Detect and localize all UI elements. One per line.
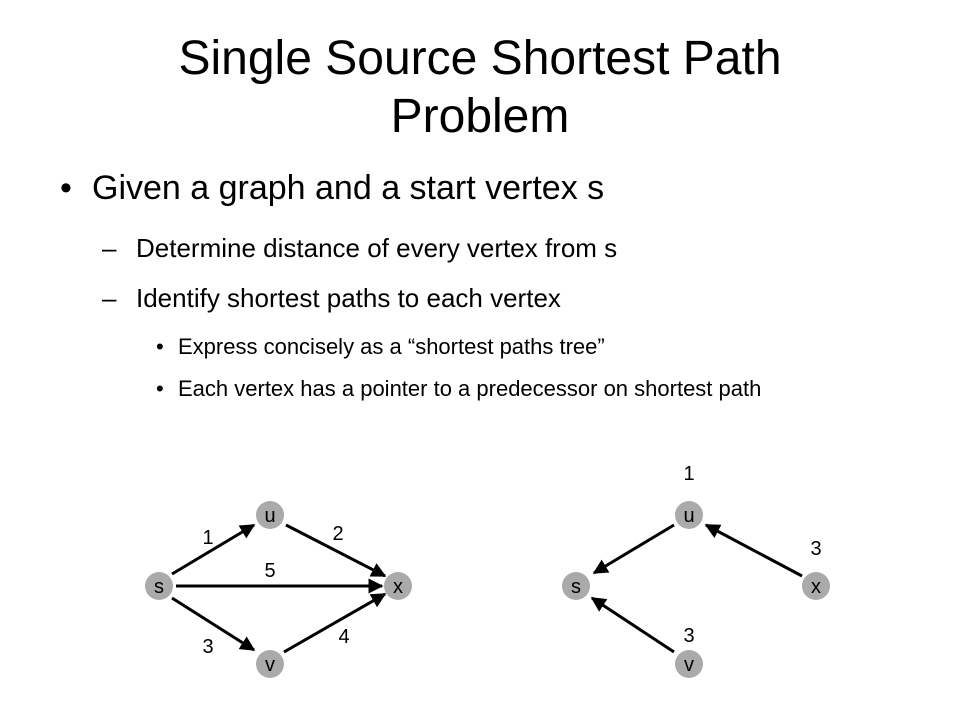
bullet-level2-distance: –Determine distance of every vertex from… <box>102 232 617 264</box>
node-label-u: u <box>264 505 275 527</box>
node-label-v: v <box>684 654 694 676</box>
weight-v-x: 4 <box>338 626 349 648</box>
edge-s-v <box>171 596 256 652</box>
node-label-s: s <box>571 576 581 598</box>
dash-marker: – <box>102 233 117 263</box>
pointer-x-u <box>704 523 803 578</box>
edge-u-x <box>285 523 387 578</box>
node-label-x: x <box>393 576 403 598</box>
bullet-text: Express concisely as a “shortest paths t… <box>178 334 605 359</box>
node-label-v: v <box>265 654 275 676</box>
dash-marker: – <box>102 283 117 313</box>
node-v <box>675 650 703 678</box>
node-label-s: s <box>154 576 164 598</box>
node-label-x: x <box>811 576 821 598</box>
title-line-2: Problem <box>390 90 570 143</box>
node-label-u: u <box>683 505 694 527</box>
pointer-v-s <box>590 596 675 654</box>
node-u <box>675 501 703 529</box>
bullet-level1: • Given a graph and a start vertex s <box>60 168 604 208</box>
distance-x: 3 <box>810 538 821 560</box>
right-graph: s u x v 1 3 3 <box>562 463 830 678</box>
weight-s-x: 5 <box>264 560 275 582</box>
bullet-level2-paths: –Identify shortest paths to each vertex <box>102 282 561 314</box>
node-u <box>256 501 284 529</box>
distance-v: 3 <box>683 625 694 647</box>
bullet-text: Given a graph and a start vertex s <box>92 169 605 207</box>
pointer-u-s <box>592 523 675 575</box>
distance-u: 1 <box>683 463 694 485</box>
node-v <box>256 650 284 678</box>
node-s <box>562 572 590 600</box>
bullet-text: Each vertex has a pointer to a predecess… <box>178 376 762 401</box>
edge-v-x <box>283 592 387 654</box>
node-x <box>384 572 412 600</box>
bullet-text: Determine distance of every vertex from … <box>136 233 618 263</box>
node-s <box>145 572 173 600</box>
left-graph: s u x v 1 2 5 3 4 <box>145 501 412 678</box>
bullet-text: Identify shortest paths to each vertex <box>136 283 561 313</box>
bullet-marker: • <box>60 169 72 207</box>
graph-figures: s u x v 1 2 5 3 4 s u x v 1 3 3 <box>145 463 830 678</box>
edge-s-u <box>171 523 256 576</box>
weight-u-x: 2 <box>332 523 343 545</box>
node-x <box>802 572 830 600</box>
slide-title: Single Source Shortest Path Problem <box>0 30 960 146</box>
bullet-marker: • <box>156 334 164 359</box>
title-line-1: Single Source Shortest Path <box>178 32 782 85</box>
weight-s-u: 1 <box>202 527 213 549</box>
weight-s-v: 3 <box>202 636 213 658</box>
bullet-marker: • <box>156 376 164 401</box>
